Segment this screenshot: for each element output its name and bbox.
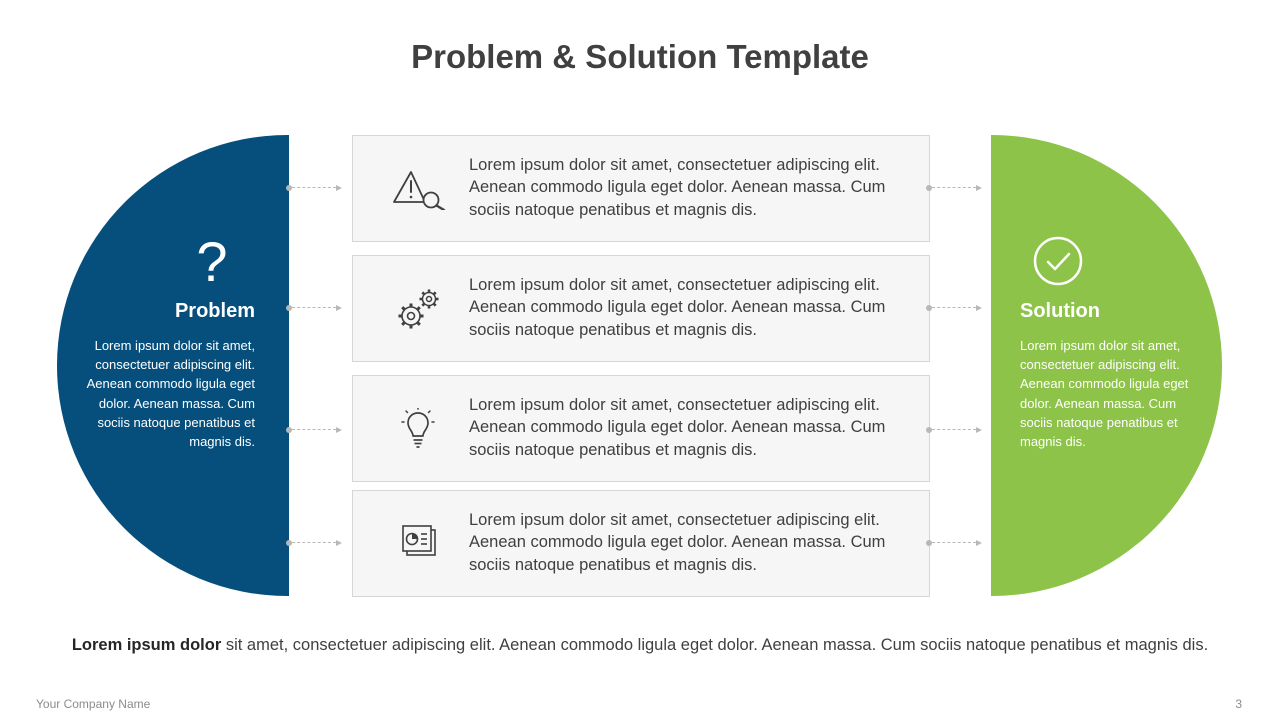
- connector-line: [932, 542, 976, 543]
- connector-arrow: [336, 304, 342, 311]
- solution-heading: Solution: [1020, 300, 1100, 322]
- card-4: Lorem ipsum dolor sit amet, consectetuer…: [352, 490, 930, 597]
- connector-line: [292, 429, 336, 430]
- page-number: 3: [1235, 697, 1242, 711]
- check-circle-icon: [1033, 236, 1083, 286]
- connector-line: [292, 542, 336, 543]
- connector-dot: [926, 185, 932, 191]
- summary-rest: sit amet, consectetuer adipiscing elit. …: [221, 636, 1209, 654]
- solution-panel: [991, 135, 1223, 596]
- connector-arrow: [336, 539, 342, 546]
- problem-description: Lorem ipsum dolor sit amet, consectetuer…: [86, 338, 255, 450]
- connector-dot: [286, 540, 292, 546]
- connector-dot: [286, 185, 292, 191]
- card-1: Lorem ipsum dolor sit amet, consectetuer…: [352, 135, 930, 242]
- connector-dot: [926, 540, 932, 546]
- connector-dot: [286, 427, 292, 433]
- connector-arrow: [336, 426, 342, 433]
- card-2-text: Lorem ipsum dolor sit amet, consectetuer…: [469, 276, 886, 339]
- card-4-text: Lorem ipsum dolor sit amet, consectetuer…: [469, 511, 886, 574]
- summary-bold: Lorem ipsum dolor: [71, 636, 222, 654]
- card-2: Lorem ipsum dolor sit amet, consectetuer…: [352, 255, 930, 362]
- card-3-text: Lorem ipsum dolor sit amet, consectetuer…: [469, 396, 886, 459]
- problem-heading: Problem: [174, 300, 255, 322]
- solution-description: Lorem ipsum dolor sit amet, consectetuer…: [1020, 338, 1189, 450]
- connector-line: [932, 187, 976, 188]
- card-1-text: Lorem ipsum dolor sit amet, consectetuer…: [469, 156, 886, 219]
- connector-dot: [926, 427, 932, 433]
- problem-panel: [57, 135, 289, 596]
- question-mark-icon: ?: [196, 230, 228, 293]
- connector-line: [932, 307, 976, 308]
- card-3: Lorem ipsum dolor sit amet, consectetuer…: [352, 375, 930, 482]
- connector-arrow: [336, 184, 342, 191]
- connector-arrow: [976, 426, 982, 433]
- connector-line: [292, 187, 336, 188]
- connector-line: [292, 307, 336, 308]
- connector-arrow: [976, 184, 982, 191]
- connector-line: [932, 429, 976, 430]
- connector-dot: [926, 305, 932, 311]
- report-chart-icon: [402, 525, 436, 556]
- summary-text: Lorem ipsum dolor sit amet, consectetuer…: [0, 634, 1280, 656]
- connector-dot: [286, 305, 292, 311]
- connector-arrow: [976, 539, 982, 546]
- lightbulb-icon: [401, 408, 435, 448]
- slide-title: Problem & Solution Template: [411, 38, 869, 75]
- connector-arrow: [976, 304, 982, 311]
- warning-search-icon: [393, 171, 446, 210]
- gears-icon: [398, 289, 439, 329]
- company-name: Your Company Name: [36, 697, 151, 711]
